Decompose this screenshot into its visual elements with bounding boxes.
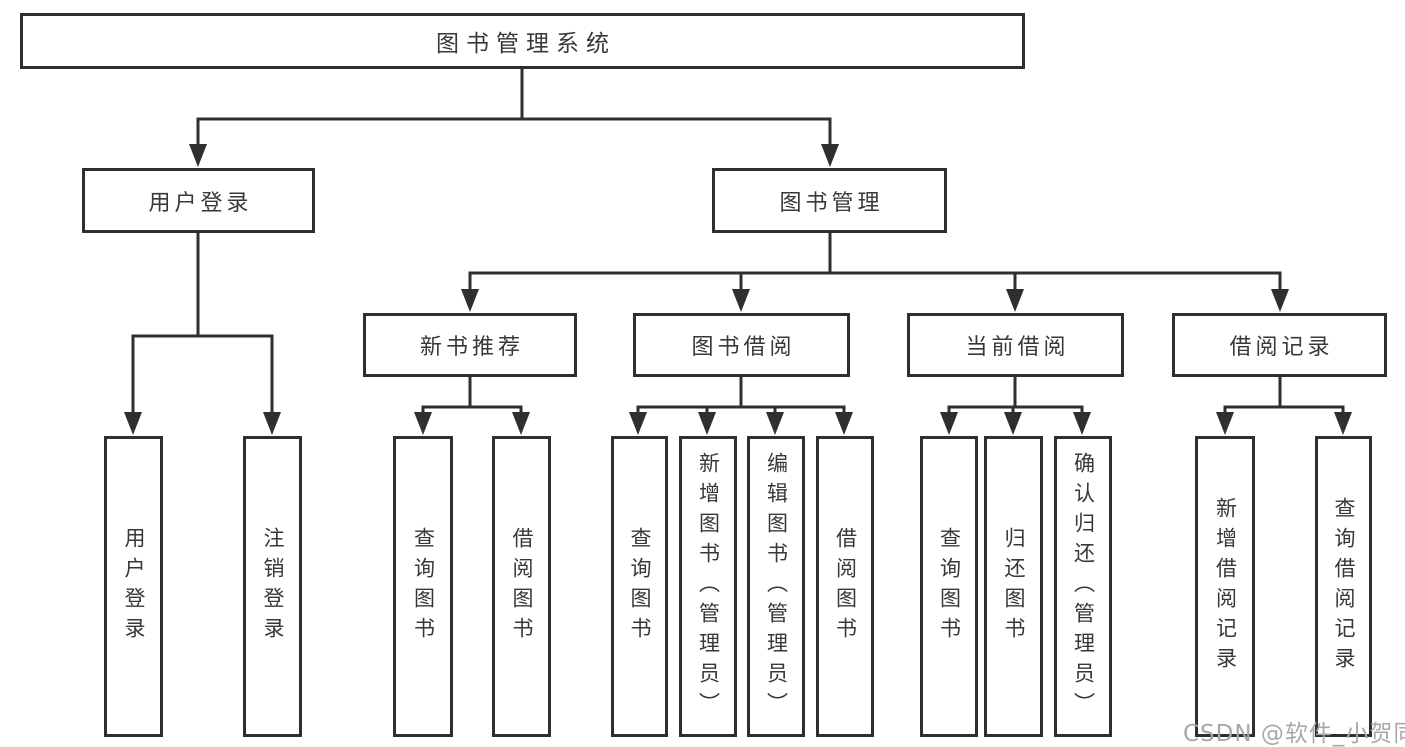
leaf-add-borrow-record: 新增借阅记录	[1195, 436, 1255, 737]
leaf-borrow-books: 借阅图书	[816, 436, 874, 737]
leaf-borrow-books-recommend: 借阅图书	[492, 436, 551, 737]
node-label: 借阅图书	[833, 526, 858, 647]
edge-root-to-level2	[189, 69, 839, 167]
leaf-user-login: 用户登录	[104, 436, 163, 737]
node-label: 新增图书（管理员）	[696, 451, 721, 722]
leaf-query-books-borrow: 查询图书	[611, 436, 668, 737]
node-label: 查询借阅记录	[1332, 496, 1356, 677]
leaf-query-books-recommend: 查询图书	[393, 436, 453, 737]
node-label: 用户登录	[148, 190, 253, 216]
edge-new-book-children	[414, 377, 530, 435]
edge-current-borrow-children	[940, 377, 1091, 435]
leaf-return-book: 归还图书	[984, 436, 1043, 737]
node-book-management: 图书管理	[712, 168, 947, 233]
node-label: 查询图书	[628, 526, 652, 647]
node-label: 图书借阅	[691, 335, 796, 360]
node-library-system: 图书管理系统	[20, 13, 1025, 69]
node-borrow-records: 借阅记录	[1172, 313, 1387, 377]
node-label: 新增借阅记录	[1213, 496, 1238, 677]
node-label: 注销登录	[261, 526, 285, 647]
node-label: 归还图书	[1002, 526, 1026, 647]
leaf-edit-book-admin: 编辑图书（管理员）	[747, 436, 805, 737]
node-label: 确认归还（管理员）	[1071, 451, 1096, 722]
leaf-query-borrow-record: 查询借阅记录	[1315, 436, 1372, 737]
leaf-confirm-return-admin: 确认归还（管理员）	[1054, 436, 1112, 737]
node-label: 查询图书	[937, 526, 962, 647]
node-label: 图书管理系统	[436, 31, 616, 57]
edge-user-login-children	[124, 233, 281, 435]
node-label: 借阅记录	[1229, 335, 1334, 360]
node-current-borrow: 当前借阅	[907, 313, 1124, 377]
edge-borrow-records-children	[1216, 377, 1352, 435]
node-label: 查询图书	[411, 526, 436, 647]
node-label: 用户登录	[122, 526, 146, 647]
node-label: 图书管理	[779, 190, 884, 216]
node-user-login: 用户登录	[82, 168, 315, 233]
edge-book-management-level3	[461, 233, 1289, 312]
node-label: 编辑图书（管理员）	[764, 451, 789, 722]
leaf-query-books-current: 查询图书	[920, 436, 978, 737]
node-label: 借阅图书	[510, 526, 534, 647]
leaf-add-book-admin: 新增图书（管理员）	[679, 436, 737, 737]
node-book-borrow: 图书借阅	[633, 313, 850, 377]
node-new-book-recommend: 新书推荐	[363, 313, 577, 377]
node-label: 新书推荐	[419, 335, 524, 360]
csdn-watermark: CSDN @软件_小贺同学	[1183, 721, 1405, 747]
node-label: 当前借阅	[965, 335, 1070, 360]
leaf-logout: 注销登录	[243, 436, 302, 737]
edge-book-borrow-children	[629, 377, 853, 435]
